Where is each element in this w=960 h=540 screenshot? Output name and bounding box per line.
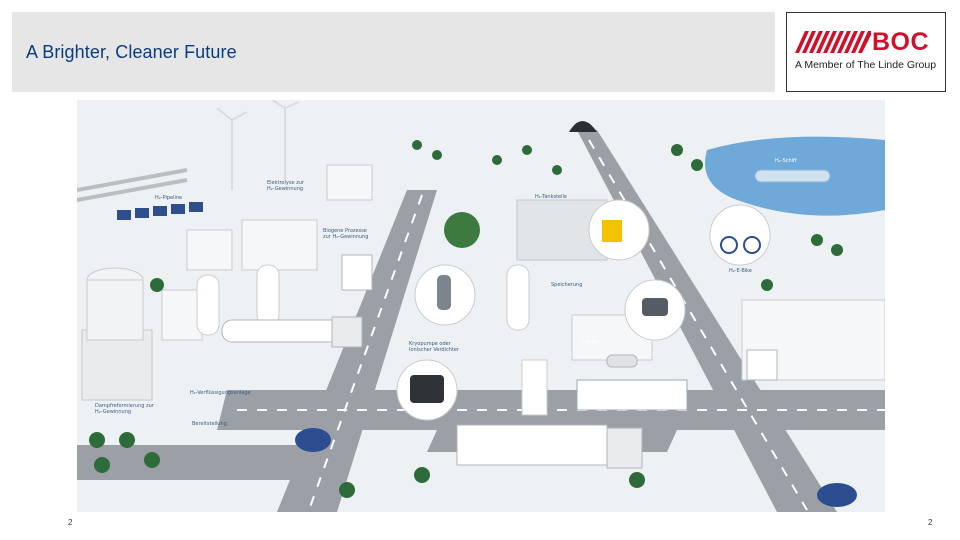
page-number-left: 2 bbox=[68, 518, 73, 527]
label-lh2-trailer: LH₂-Trailer bbox=[227, 330, 253, 336]
label-storage: Speicherung bbox=[551, 282, 582, 288]
vehicles bbox=[221, 254, 857, 507]
label-electrolysis-2: H₂-Gewinnung bbox=[267, 186, 303, 192]
label-electrolysis-1: Elektrolyse zur bbox=[267, 180, 305, 186]
callout-circles bbox=[396, 199, 771, 421]
label-pump-2: Ionischer Verdichter bbox=[409, 347, 460, 353]
road-markings bbox=[237, 139, 885, 511]
logo-stripes-icon bbox=[795, 31, 871, 53]
pipeline bbox=[77, 168, 188, 202]
label-steam-1: Dampfreformierung zur bbox=[95, 403, 155, 409]
label-bus: H₂-BUS bbox=[587, 382, 605, 388]
slide-title: A Brighter, Cleaner Future bbox=[26, 42, 237, 62]
hydrogen-ship bbox=[754, 169, 831, 183]
label-bike: H₂-E-Bike bbox=[729, 268, 752, 274]
label-ship: H₂-Schiff bbox=[775, 158, 797, 164]
hydrogen-infrastructure-illustration: H₂-Pipeline Elektrolyse zur H₂-Gewinnung… bbox=[77, 100, 885, 512]
page-number-right: 2 bbox=[928, 518, 933, 527]
label-fueling-station: H₂-Tankstelle bbox=[535, 194, 567, 200]
trees bbox=[89, 140, 843, 498]
label-liquefaction: H₂-Verflüssigungsanlage bbox=[190, 390, 251, 396]
label-gh2-trailer: GH₂-Trailer bbox=[527, 430, 554, 436]
label-pump-1: Kryopumpe oder bbox=[409, 341, 452, 347]
wind-turbines bbox=[216, 100, 300, 190]
boc-logo: BOC A Member of The Linde Group bbox=[786, 12, 946, 92]
logo-wordmark: BOC bbox=[872, 28, 930, 56]
label-distribution: Bereitstellung bbox=[192, 421, 227, 427]
label-pipeline: H₂-Pipeline bbox=[155, 195, 182, 201]
logo-tagline: A Member of The Linde Group bbox=[795, 59, 937, 71]
solar-panels bbox=[117, 202, 203, 220]
label-biogas-1: Biogene Prozesse bbox=[323, 228, 367, 234]
label-car: H₂-Auto bbox=[579, 339, 598, 345]
tunnel bbox=[569, 121, 597, 132]
label-biogas-2: zur H₂-Gewinnung bbox=[323, 234, 368, 240]
title-band: A Brighter, Cleaner Future bbox=[12, 12, 775, 92]
label-steam-2: H₂-Gewinnung bbox=[95, 409, 131, 415]
